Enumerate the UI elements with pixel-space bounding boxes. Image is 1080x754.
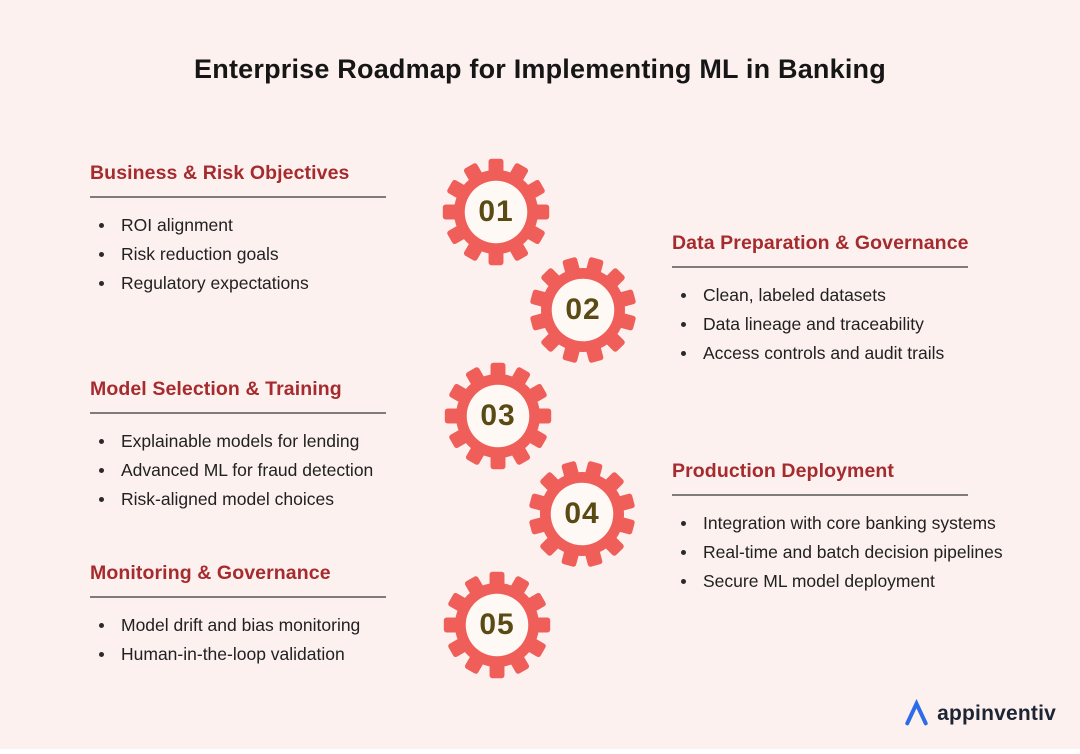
- bottom-strip: [0, 749, 1080, 754]
- step-number: 04: [564, 497, 600, 530]
- gear-step-01: 01: [440, 156, 552, 268]
- appinventiv-logo-text: appinventiv: [937, 701, 1056, 725]
- heading-divider: [672, 494, 968, 496]
- gear-step-03: 03: [442, 360, 554, 472]
- heading-divider: [672, 266, 968, 268]
- list-item: Integration with core banking systems: [672, 509, 1072, 538]
- list-item: Human-in-the-loop validation: [90, 640, 490, 669]
- bullet-list: Clean, labeled datasets Data lineage and…: [672, 281, 1072, 368]
- section-monitoring-governance: Monitoring & Governance Model drift and …: [90, 562, 490, 669]
- bullet-list: Explainable models for lending Advanced …: [90, 427, 490, 514]
- section-heading: Business & Risk Objectives: [90, 162, 350, 184]
- section-model-selection-training: Model Selection & Training Explainable m…: [90, 378, 490, 514]
- page-title: Enterprise Roadmap for Implementing ML i…: [194, 54, 886, 84]
- section-heading: Data Preparation & Governance: [672, 232, 969, 254]
- section-heading: Production Deployment: [672, 460, 895, 482]
- heading-divider: [90, 596, 386, 598]
- list-item: Risk-aligned model choices: [90, 485, 490, 514]
- list-item: Clean, labeled datasets: [672, 281, 1072, 310]
- section-business-risk-objectives: Business & Risk Objectives ROI alignment…: [90, 162, 490, 298]
- step-number: 05: [479, 608, 515, 641]
- list-item: Real-time and batch decision pipelines: [672, 538, 1072, 567]
- bullet-list: Model drift and bias monitoring Human-in…: [90, 611, 490, 669]
- list-item: Data lineage and traceability: [672, 310, 1072, 339]
- list-item: Model drift and bias monitoring: [90, 611, 490, 640]
- appinventiv-logo: appinventiv: [902, 699, 1056, 728]
- heading-divider: [90, 196, 386, 198]
- list-item: Access controls and audit trails: [672, 339, 1072, 368]
- list-item: Risk reduction goals: [90, 240, 490, 269]
- step-number: 02: [565, 293, 601, 326]
- gear-step-05: 05: [441, 569, 553, 681]
- section-heading: Model Selection & Training: [90, 378, 342, 400]
- step-number: 01: [478, 195, 514, 228]
- section-heading: Monitoring & Governance: [90, 562, 331, 584]
- list-item: ROI alignment: [90, 211, 490, 240]
- appinventiv-logo-icon: [905, 699, 928, 726]
- bullet-list: ROI alignment Risk reduction goals Regul…: [90, 211, 490, 298]
- step-number: 03: [480, 399, 516, 432]
- gear-step-04: 04: [526, 458, 638, 570]
- bullet-list: Integration with core banking systems Re…: [672, 509, 1072, 596]
- list-item: Regulatory expectations: [90, 269, 490, 298]
- list-item: Advanced ML for fraud detection: [90, 456, 490, 485]
- list-item: Explainable models for lending: [90, 427, 490, 456]
- section-data-preparation-governance: Data Preparation & Governance Clean, lab…: [672, 232, 1072, 368]
- heading-divider: [90, 412, 386, 414]
- section-production-deployment: Production Deployment Integration with c…: [672, 460, 1072, 596]
- gear-step-02: 02: [527, 254, 639, 366]
- list-item: Secure ML model deployment: [672, 567, 1072, 596]
